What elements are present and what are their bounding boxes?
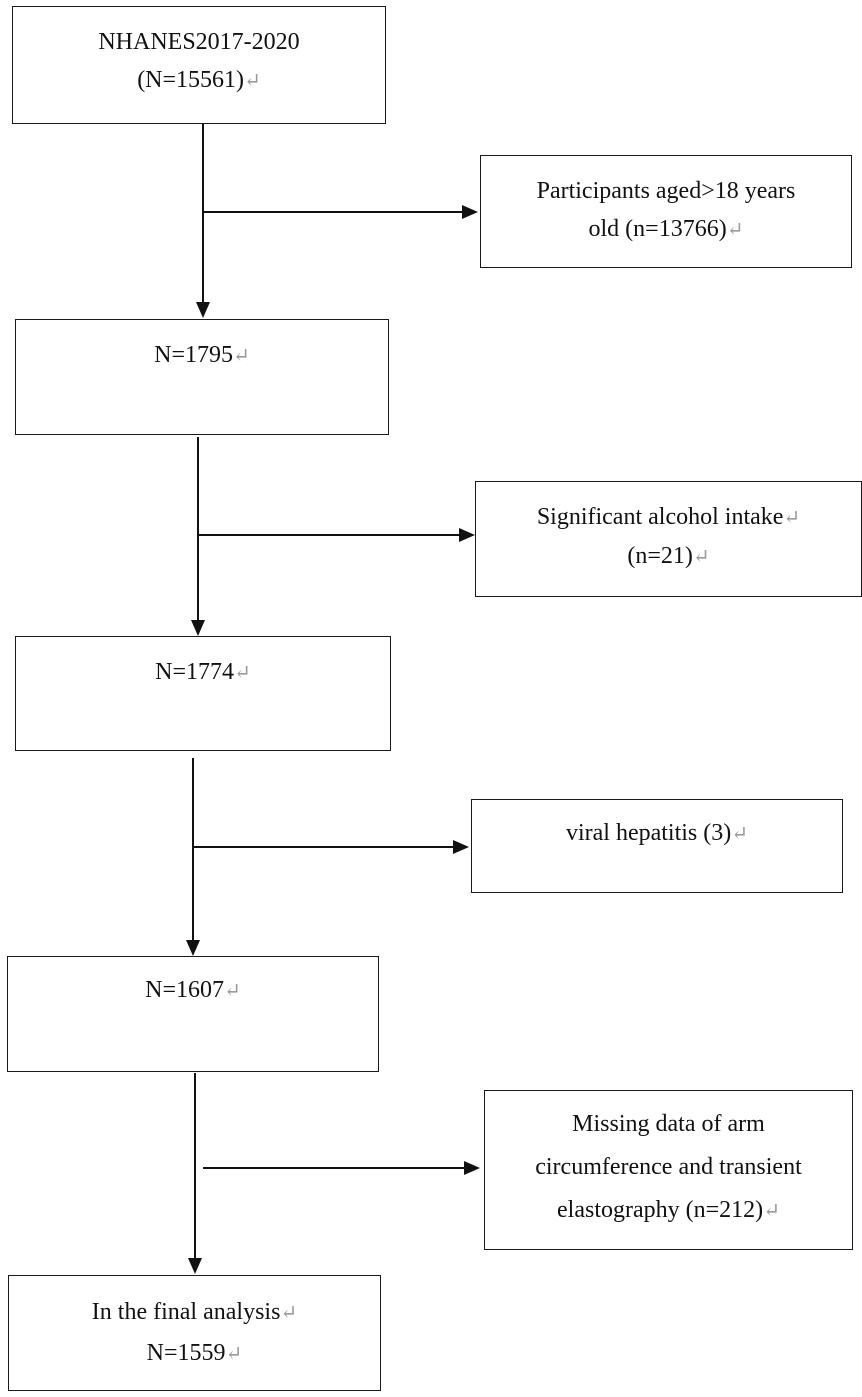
arrowhead-n1795 bbox=[196, 302, 210, 318]
return-mark: ↵ bbox=[783, 507, 801, 529]
exclusion-missing-line-2: circumference and transient bbox=[535, 1154, 802, 1180]
return-mark: ↵ bbox=[692, 546, 710, 568]
box-n1607: N=1607↵ bbox=[7, 956, 379, 1072]
exclusion-alcohol-line-1: Significant alcohol intake bbox=[536, 504, 784, 530]
return-mark: ↵ bbox=[280, 1302, 298, 1324]
return-mark: ↵ bbox=[726, 219, 744, 241]
box-n1774-label: N=1774 bbox=[155, 659, 235, 685]
box-final-analysis: In the final analysis↵ N=1559↵ bbox=[8, 1275, 381, 1391]
arrowhead-exclusion-age bbox=[462, 205, 478, 219]
arrowhead-final bbox=[188, 1258, 202, 1274]
box-exclusion-hepatitis: viral hepatitis (3)↵ bbox=[471, 799, 843, 893]
return-mark: ↵ bbox=[763, 1200, 780, 1222]
box-start-line-1: NHANES2017-2020 bbox=[98, 29, 300, 55]
arrowhead-exclusion-alcohol bbox=[459, 528, 475, 542]
box-n1795: N=1795↵ bbox=[15, 319, 389, 435]
box-final-line-1: In the final analysis bbox=[91, 1299, 281, 1325]
exclusion-missing-line-3: elastography (n=212) bbox=[557, 1197, 764, 1223]
arrowhead-n1774 bbox=[191, 620, 205, 636]
box-final-line-2: N=1559 bbox=[146, 1340, 226, 1366]
return-mark: ↵ bbox=[224, 980, 241, 1002]
box-exclusion-age: Participants aged>18 years old (n=13766)… bbox=[480, 155, 852, 268]
exclusion-age-line-1: Participants aged>18 years bbox=[536, 178, 796, 204]
box-start-line-2: (N=15561) bbox=[137, 67, 245, 93]
exclusion-missing-line-1: Missing data of arm bbox=[572, 1111, 765, 1137]
box-n1795-label: N=1795 bbox=[154, 342, 234, 368]
return-mark: ↵ bbox=[234, 662, 251, 684]
arrowhead-n1607 bbox=[186, 940, 200, 956]
return-mark: ↵ bbox=[225, 1343, 243, 1365]
box-n1774: N=1774↵ bbox=[15, 636, 391, 751]
exclusion-age-line-2: old (n=13766) bbox=[588, 216, 727, 242]
arrowhead-exclusion-missing bbox=[464, 1161, 480, 1175]
exclusion-alcohol-line-2: (n=21) bbox=[627, 543, 693, 569]
box-n1607-label: N=1607 bbox=[145, 977, 225, 1003]
return-mark: ↵ bbox=[233, 345, 250, 367]
exclusion-hepatitis-label: viral hepatitis (3) bbox=[565, 820, 732, 846]
return-mark: ↵ bbox=[244, 70, 261, 92]
box-nhanes-start: NHANES2017-2020 (N=15561)↵ bbox=[12, 6, 386, 124]
arrowhead-exclusion-hepatitis bbox=[453, 840, 469, 854]
box-exclusion-alcohol: Significant alcohol intake↵ (n=21)↵ bbox=[475, 481, 862, 597]
box-exclusion-missing: Missing data of arm circumference and tr… bbox=[484, 1090, 853, 1250]
return-mark: ↵ bbox=[731, 823, 749, 845]
